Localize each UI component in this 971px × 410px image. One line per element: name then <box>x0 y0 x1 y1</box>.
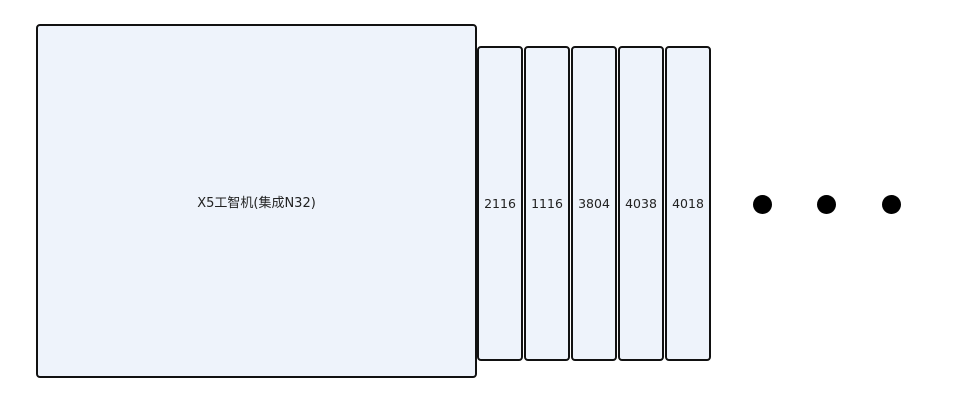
module-label: 4038 <box>625 196 657 211</box>
module-box: 3804 <box>571 46 617 361</box>
module-box: 4018 <box>665 46 711 361</box>
ellipsis-dot <box>882 195 901 214</box>
module-label: 2116 <box>484 196 516 211</box>
module-box: 4038 <box>618 46 664 361</box>
main-unit-label: X5工智机(集成N32) <box>197 195 316 211</box>
main-unit-box: X5工智机(集成N32) <box>36 24 477 378</box>
module-label: 4018 <box>672 196 704 211</box>
module-label: 3804 <box>578 196 610 211</box>
ellipsis-dot <box>817 195 836 214</box>
ellipsis-dot <box>753 195 772 214</box>
module-box: 2116 <box>477 46 523 361</box>
module-box: 1116 <box>524 46 570 361</box>
module-label: 1116 <box>531 196 563 211</box>
